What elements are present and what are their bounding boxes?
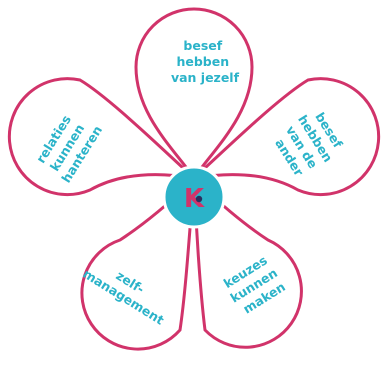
petal-right-shape[interactable]: [189, 77, 381, 197]
petal-bottom-right-shape[interactable]: [192, 174, 303, 349]
petal-left[interactable]: relaties kunnen hanteren: [7, 77, 199, 197]
petal-right[interactable]: besef hebben van de ander: [189, 77, 381, 197]
hub-logo-letter: K: [184, 184, 205, 214]
petal-bottom-left[interactable]: zelf- management: [80, 173, 196, 351]
hub-dot: [195, 195, 203, 203]
petal-top-shape[interactable]: [134, 7, 254, 181]
k-logo-icon: K: [184, 184, 205, 214]
petal-left-shape[interactable]: [7, 77, 199, 197]
center-hub[interactable]: K: [162, 165, 226, 229]
petal-top-label: besef hebben van jezelf: [171, 38, 240, 85]
petal-bottom-right[interactable]: keuzes kunnen maken: [192, 174, 303, 349]
petal-top[interactable]: besef hebben van jezelf: [134, 7, 254, 181]
center-hub-circle[interactable]: [162, 165, 226, 229]
petal-bottom-left-shape[interactable]: [80, 173, 196, 351]
